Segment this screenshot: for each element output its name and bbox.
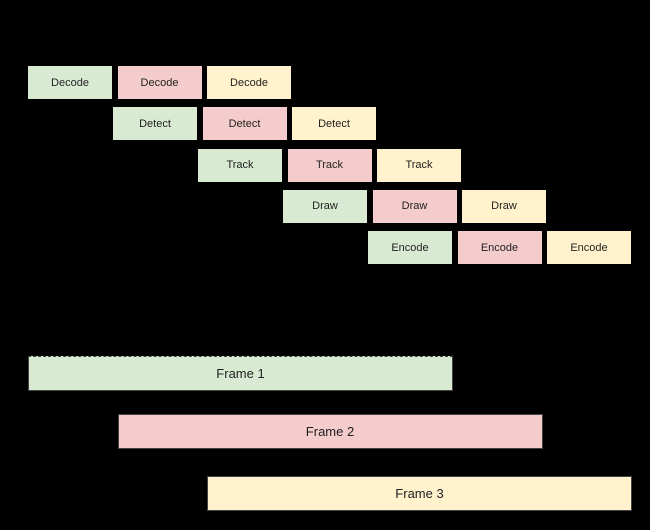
frame-bar-3: Frame 3	[207, 476, 632, 511]
stage-box-decode-frame3: Decode	[207, 66, 291, 99]
stage-box-draw-frame2: Draw	[372, 189, 457, 223]
frame-bar-1: Frame 1	[28, 356, 453, 391]
stage-box-decode-frame1: Decode	[28, 66, 112, 99]
stage-box-encode-frame1: Encode	[368, 231, 452, 264]
stage-box-encode-frame2: Encode	[457, 231, 542, 264]
stage-box-detect-frame2: Detect	[202, 107, 287, 141]
stage-box-track-frame3: Track	[377, 148, 461, 182]
stage-box-draw-frame3: Draw	[462, 189, 546, 223]
stage-box-track-frame2: Track	[287, 148, 372, 182]
stage-box-encode-frame3: Encode	[547, 231, 631, 264]
stage-box-decode-frame2: Decode	[117, 66, 202, 99]
stage-box-draw-frame1: Draw	[283, 189, 367, 223]
stage-box-detect-frame3: Detect	[292, 107, 376, 141]
frame-bar-2: Frame 2	[117, 414, 543, 449]
stage-box-track-frame1: Track	[198, 148, 282, 182]
stage-box-detect-frame1: Detect	[113, 107, 197, 141]
